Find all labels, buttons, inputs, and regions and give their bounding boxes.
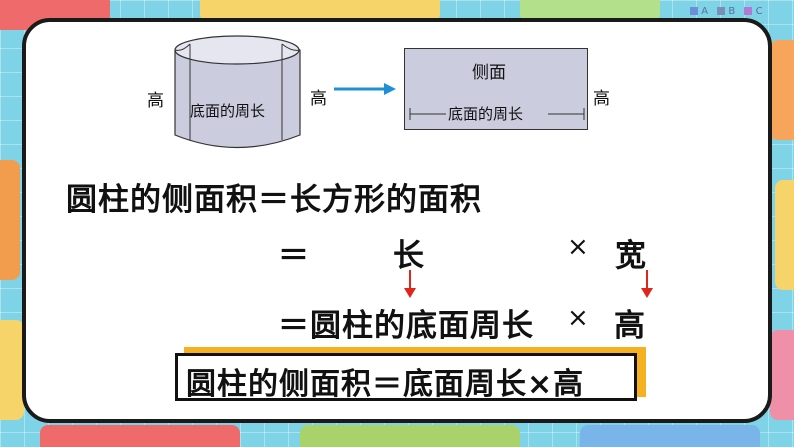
legend-swatch-a xyxy=(690,7,698,15)
legend-label-c: C xyxy=(755,6,763,17)
formula-line-2-times: × xyxy=(567,232,590,262)
legend-label-b: B xyxy=(728,6,736,17)
formula-line-1: 圆柱的侧面积＝长方形的面积 xyxy=(66,182,482,218)
formula-line-2-equals: ＝ xyxy=(278,238,310,274)
formula-line-3-height: 高 xyxy=(614,308,646,344)
decor-top-center xyxy=(200,0,440,22)
cylinder-illustration xyxy=(174,35,301,149)
unfolded-rectangle xyxy=(404,48,588,130)
decor-bottom-left xyxy=(40,425,240,447)
formula-line-3: ＝圆柱的底面周长 xyxy=(278,308,534,344)
decor-left-bottom xyxy=(0,320,24,420)
decor-top-right xyxy=(520,0,660,22)
decor-right-top xyxy=(770,40,794,140)
cylinder-top xyxy=(174,35,300,65)
decor-bottom-center xyxy=(300,425,520,447)
result-formula: 圆柱的侧面积＝底面周长×高 xyxy=(186,367,585,402)
formula-line-2-length: 长 xyxy=(393,238,425,274)
rectangle-side-label: 侧面 xyxy=(472,63,506,83)
length-down-arrow xyxy=(404,270,416,298)
cylinder-slit xyxy=(189,44,283,140)
decor-right-mid xyxy=(775,180,794,290)
rectangle-height-label: 高 xyxy=(593,89,610,109)
formula-line-3-times: × xyxy=(567,303,590,333)
result-box: 圆柱的侧面积＝底面周长×高 xyxy=(175,353,637,402)
formula-line-2-width: 宽 xyxy=(615,238,647,274)
cylinder-height-label-right: 高 xyxy=(310,89,327,109)
rectangle-base-line xyxy=(409,108,585,120)
unfold-arrow xyxy=(334,83,396,95)
cylinder-open-left xyxy=(174,43,191,51)
legend: A B C xyxy=(690,6,763,20)
decor-right-bottom xyxy=(770,330,794,420)
decor-left-mid xyxy=(0,160,20,280)
cylinder-height-label-left: 高 xyxy=(147,91,164,111)
cylinder-open-right xyxy=(281,43,301,51)
legend-swatch-c xyxy=(744,7,753,15)
cylinder-circumference-label: 底面的周长 xyxy=(190,102,266,120)
decor-bottom-right xyxy=(580,425,760,447)
legend-label-a: A xyxy=(701,6,709,17)
rectangle-base-label: 底面的周长 xyxy=(448,105,524,123)
width-down-arrow xyxy=(641,270,653,298)
legend-swatch-b xyxy=(717,7,726,15)
